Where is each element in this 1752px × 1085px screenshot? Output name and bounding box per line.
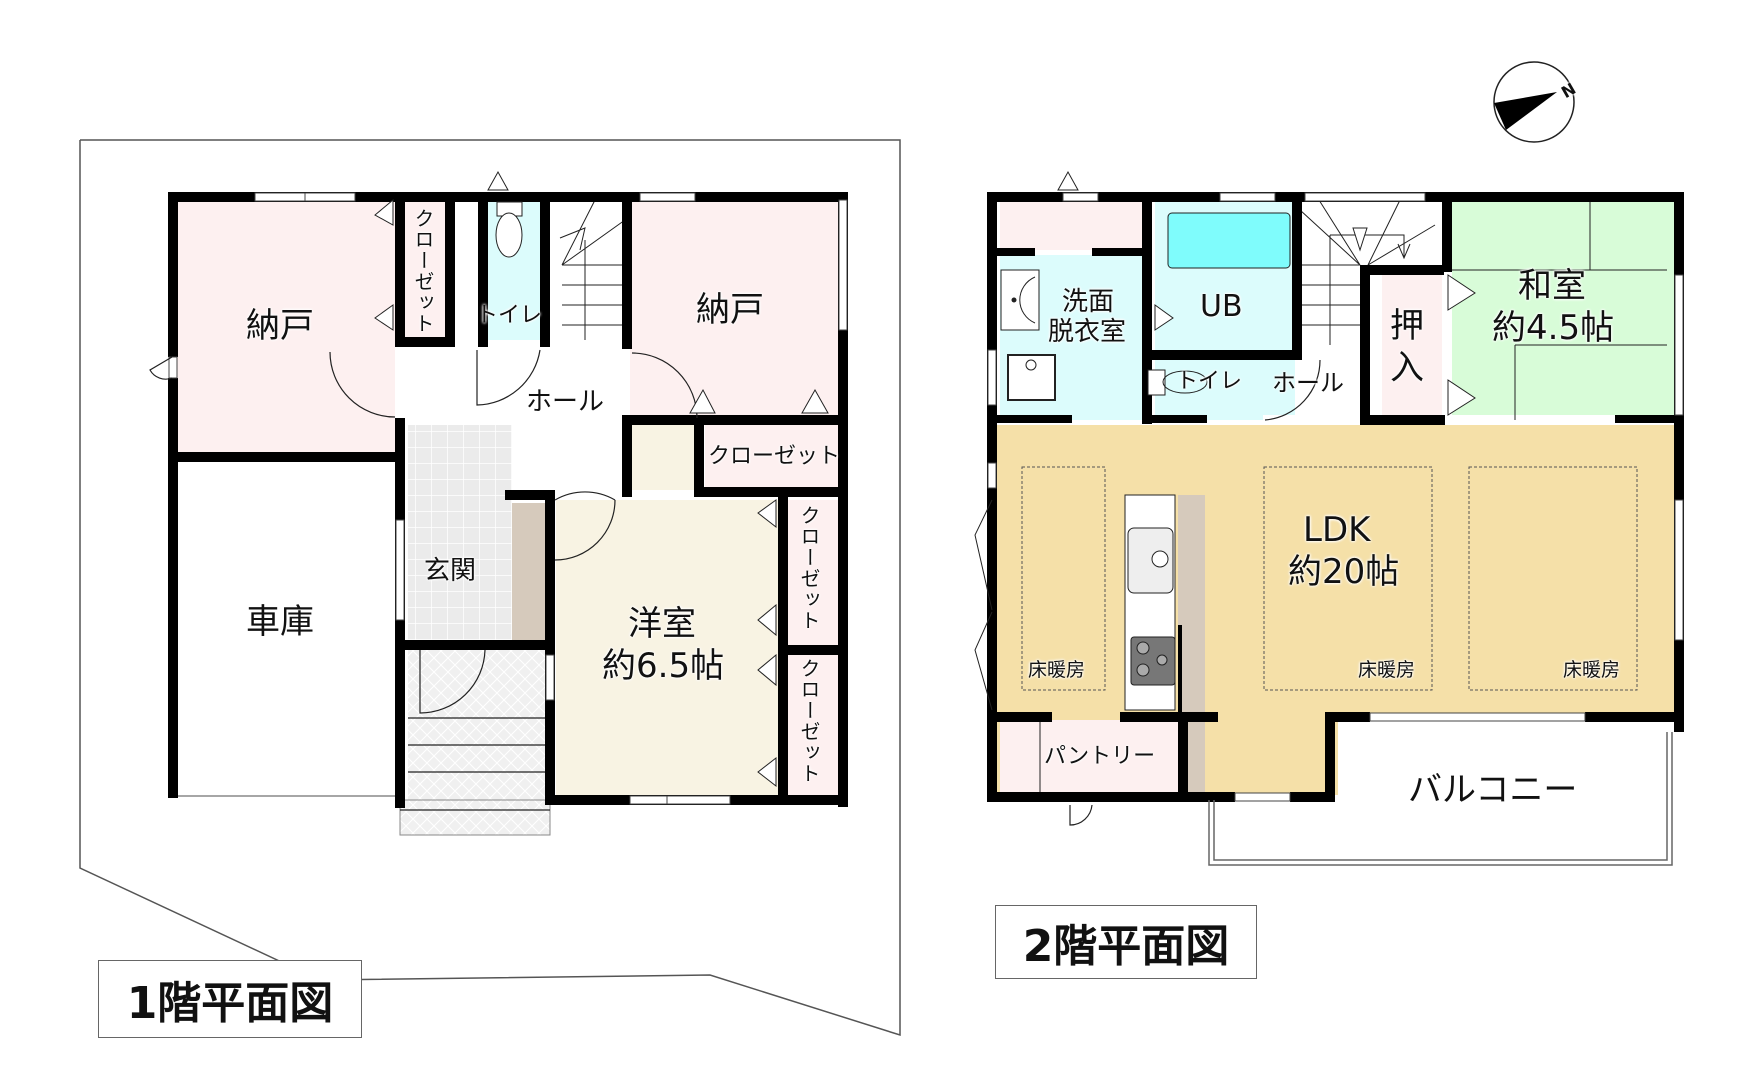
room-western-name: 洋室 xyxy=(628,604,696,644)
door-swings-2f xyxy=(1069,359,1321,826)
room-toilet-2f: トイレ xyxy=(1176,369,1243,394)
western-room-fill xyxy=(556,500,781,796)
room-japanese-size: 約4.5帖 xyxy=(1492,308,1615,348)
room-ldk-name: LDK xyxy=(1303,510,1371,550)
closet-door-markers-2f xyxy=(1057,170,1476,416)
balcony-railing xyxy=(1208,732,1673,866)
storage-right-fill xyxy=(630,200,840,415)
room-entrance: 玄関 xyxy=(424,556,477,586)
shoe-closet xyxy=(512,503,545,640)
room-closet-w1: クローゼット xyxy=(797,505,821,631)
room-ldk-size: 約20帖 xyxy=(1288,552,1400,592)
floor1-title: 1階平面図 xyxy=(98,960,362,1038)
closet-top-fill xyxy=(402,200,450,340)
room-washroom-line2: 脱衣室 xyxy=(1048,317,1127,347)
floor2-plan xyxy=(974,170,1684,866)
hall-cream-fill xyxy=(630,425,695,490)
site-boundary xyxy=(79,139,901,1037)
room-oshiire-2: 入 xyxy=(1390,348,1424,388)
stairs-2f xyxy=(1299,199,1436,345)
room-storage-right: 納戸 xyxy=(696,290,764,330)
room-bath: UB xyxy=(1200,289,1243,324)
room-washroom-line1: 洗面 xyxy=(1062,287,1115,317)
room-toilet-1f: トイレ xyxy=(476,303,543,328)
room-hall-1f: ホール xyxy=(526,387,605,417)
room-closet-hall: クローゼット xyxy=(708,444,841,469)
room-storage-left: 納戸 xyxy=(246,306,314,346)
stairs-1f xyxy=(559,199,626,340)
floor-heating-zones xyxy=(1021,466,1638,691)
floor2-title: 2階平面図 xyxy=(995,905,1257,979)
floor-heating-label-3: 床暖房 xyxy=(1563,659,1621,681)
door-swings-1f xyxy=(149,349,698,714)
closet-w1-fill xyxy=(786,500,840,645)
storage-left-fill xyxy=(175,200,395,455)
floor1-plan xyxy=(79,139,901,1037)
room-oshiire-1: 押 xyxy=(1390,306,1424,346)
floor-heating-label-2: 床暖房 xyxy=(1358,659,1416,681)
room-balcony: バルコニー xyxy=(1408,770,1578,810)
room-pantry: パントリー xyxy=(1044,744,1156,769)
compass-icon xyxy=(1493,61,1575,143)
closet-hall-fill xyxy=(705,425,840,487)
room-japanese-name: 和室 xyxy=(1518,266,1586,306)
room-garage: 車庫 xyxy=(246,602,314,642)
closet-door-markers-1f xyxy=(374,170,829,788)
entrance-tile xyxy=(408,425,512,640)
closet-w2-fill xyxy=(786,654,840,796)
room-western-size: 約6.5帖 xyxy=(602,646,725,686)
floor-heating-label-1: 床暖房 xyxy=(1028,659,1086,681)
room-closet-top: クローゼット xyxy=(411,208,435,334)
room-hall-2f: ホール xyxy=(1272,369,1344,397)
room-closet-w2: クローゼット xyxy=(797,658,821,784)
